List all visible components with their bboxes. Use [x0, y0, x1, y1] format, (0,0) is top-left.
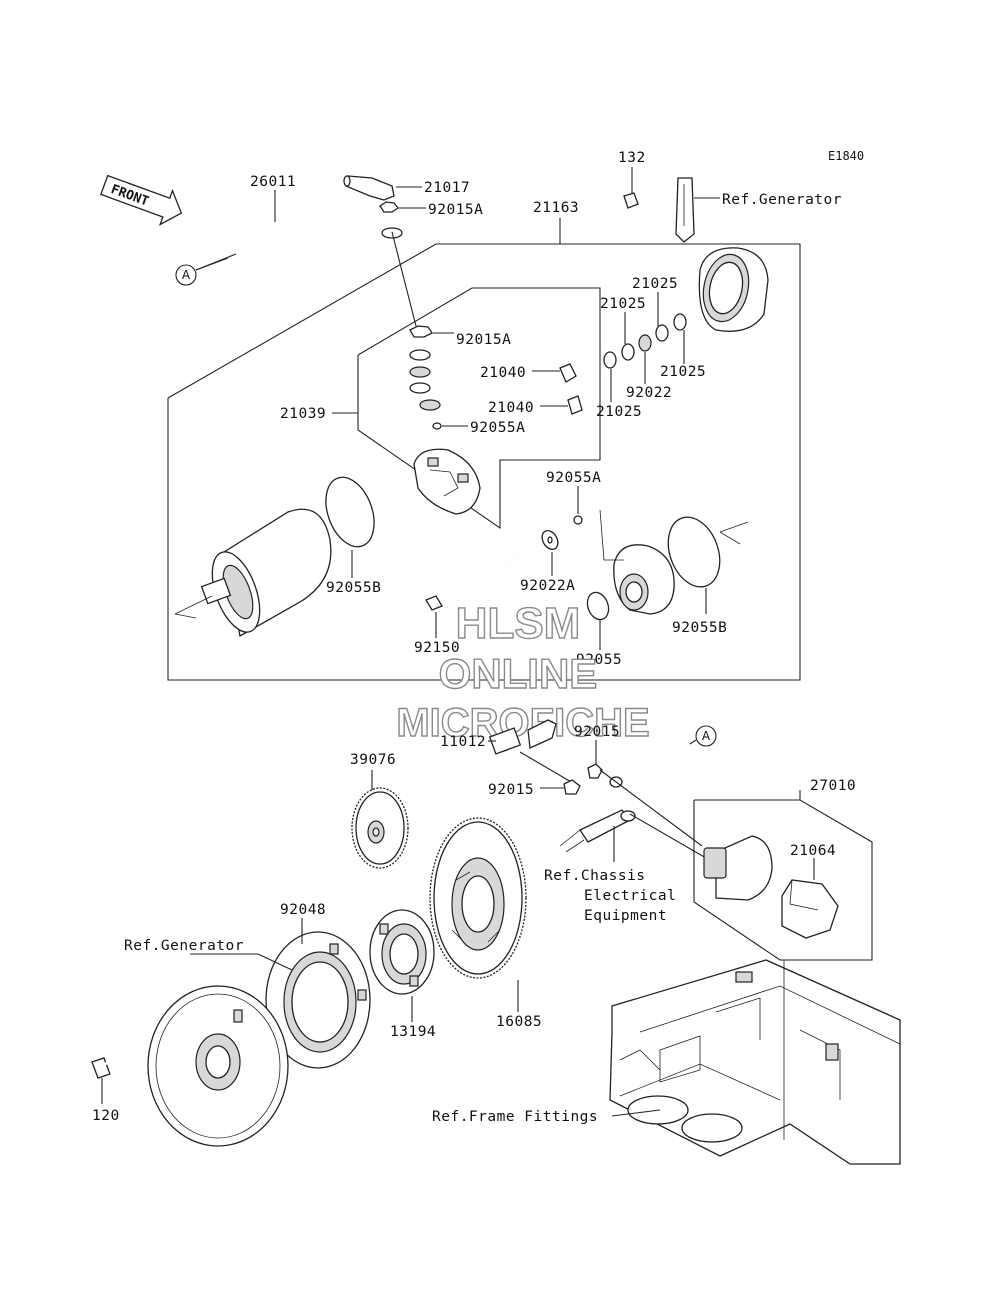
frame-fittings — [609, 959, 901, 1165]
label-92022A: 92022A — [520, 578, 575, 594]
brush-21040-a — [559, 363, 577, 383]
chassis-lead — [559, 809, 636, 853]
oring-92055A-b — [573, 515, 583, 525]
bolt-132 — [623, 192, 681, 220]
svg-text:A: A — [702, 729, 711, 743]
label-92055A-a: 92055A — [470, 420, 525, 436]
watermark: HLSM ONLINE MICROFICHE — [396, 598, 651, 745]
watermark-line-3: MICROFICHE — [396, 701, 649, 745]
starter-cable-26011 — [195, 224, 403, 271]
label-21039: 21039 — [280, 406, 326, 422]
label-92015A-top: 92015A — [428, 202, 483, 218]
nut-92015A-top — [379, 201, 399, 213]
label-92022: 92022 — [626, 385, 672, 401]
label-27010: 27010 — [810, 778, 856, 794]
assembly-outline-21039 — [357, 287, 601, 530]
terminal-cap-11012 — [488, 719, 557, 755]
label-21163: 21163 — [533, 200, 579, 216]
label-132: 132 — [618, 150, 646, 166]
label-21025-a: 21025 — [600, 296, 646, 312]
oring-92055A-a — [432, 422, 442, 430]
relay-cover-21064 — [781, 879, 839, 939]
relay-cable — [609, 742, 691, 788]
terminal-cap-21017 — [343, 175, 395, 201]
watermark-line-2: ONLINE — [439, 650, 598, 697]
brush-holder-plate — [413, 448, 481, 515]
label-ref-chassis-2: Electrical — [584, 888, 676, 904]
svg-text:A: A — [182, 268, 191, 282]
starter-rear-cover — [698, 247, 769, 332]
front-arrow-icon: FRONT — [100, 174, 183, 226]
leader-ref-frame — [611, 1109, 661, 1117]
label-ref-chassis-3: Equipment — [584, 908, 667, 924]
label-21040-a: 21040 — [480, 365, 526, 381]
leader-ref-generator-bottom-2 — [257, 953, 293, 971]
label-92015A-mid: 92015A — [456, 332, 511, 348]
nut-92015-a — [587, 763, 603, 779]
label-21017: 21017 — [424, 180, 470, 196]
oring-92055B-a — [325, 476, 375, 548]
watermark-line-1: HLSM — [456, 599, 581, 648]
label-21025-c: 21025 — [660, 364, 706, 380]
clutch-housing-92048 — [265, 931, 371, 1069]
label-92015-a: 92015 — [574, 724, 620, 740]
label-11012: 11012 — [440, 734, 486, 750]
generator-bracket — [675, 177, 695, 243]
assembly-outline-21163 — [167, 243, 801, 681]
generator-flywheel — [147, 985, 289, 1147]
label-ref-chassis-1: Ref.Chassis — [544, 868, 646, 884]
brush-21040-b — [567, 395, 583, 415]
label-21025-b: 21025 — [632, 276, 678, 292]
leader-relay-line-2 — [629, 813, 707, 859]
bolt-120 — [91, 1057, 123, 1079]
lockwasher-92022A — [541, 530, 559, 550]
oring-92055 — [586, 591, 610, 621]
label-92055B-b: 92055B — [672, 620, 727, 636]
label-21025-d: 21025 — [596, 404, 642, 420]
axis-arrow-right — [719, 521, 749, 545]
through-bolt-92150 — [425, 543, 541, 611]
oneway-clutch-13194 — [369, 909, 435, 995]
label-ref-generator-bottom: Ref.Generator — [124, 938, 244, 954]
label-21040-b: 21040 — [488, 400, 534, 416]
label-92015-b: 92015 — [488, 782, 534, 798]
label-92055: 92055 — [576, 652, 622, 668]
label-ref-frame: Ref.Frame Fittings — [432, 1109, 598, 1125]
terminal-nut-washer-stack — [409, 325, 441, 411]
nut-92015-b — [563, 779, 581, 795]
starter-motor-yoke — [174, 508, 332, 638]
leader-relay-line — [599, 769, 703, 847]
label-16085: 16085 — [496, 1014, 542, 1030]
label-92055A-b: 92055A — [546, 470, 601, 486]
leader-cable-terminal — [391, 231, 417, 327]
diagram-code: E1840 — [828, 149, 864, 163]
label-21064: 21064 — [790, 843, 836, 859]
label-13194: 13194 — [390, 1024, 436, 1040]
idle-gear-39076 — [351, 787, 409, 869]
label-92048: 92048 — [280, 902, 326, 918]
leader-cap-to-nut — [519, 751, 579, 787]
label-ref-generator-top: Ref.Generator — [722, 192, 842, 208]
label-92055B-a: 92055B — [326, 580, 381, 596]
label-92150: 92150 — [414, 640, 460, 656]
label-39076: 39076 — [350, 752, 396, 768]
label-26011: 26011 — [250, 174, 296, 190]
connector-marker-a-top: A — [175, 253, 237, 286]
connector-marker-a-bottom: A — [689, 725, 717, 747]
washer-stack-21025 — [603, 313, 687, 369]
starter-gear-16085 — [429, 817, 527, 979]
starter-front-cover — [599, 509, 675, 615]
starter-relay — [703, 835, 773, 901]
oring-92055B-b — [667, 516, 721, 588]
label-120: 120 — [92, 1108, 120, 1124]
